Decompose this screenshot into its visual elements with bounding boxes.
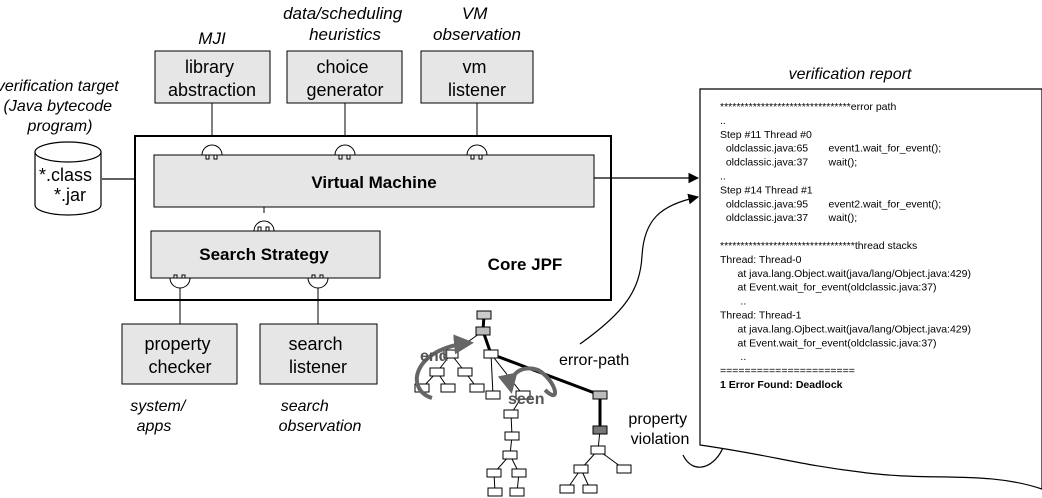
tree-state-node <box>515 390 531 400</box>
svg-text:vm listener: vm listener <box>448 57 506 100</box>
tree-state-node <box>486 468 502 478</box>
tree-state-node <box>559 484 575 494</box>
report-line: Step #14 Thread #1 <box>720 184 813 196</box>
end-label: end <box>420 348 448 365</box>
error-path-label: error-path <box>559 352 629 369</box>
search-strategy-box: Search Strategy <box>150 230 381 279</box>
property-violation-label: property violation <box>628 411 691 448</box>
report-title: verification report <box>789 66 912 83</box>
report-line: ********************************error pa… <box>720 101 896 113</box>
report-line: at Event.wait_for_event(oldclassic.java:… <box>720 282 937 294</box>
error-path-to-report-arrow <box>579 193 700 345</box>
choice-generator-box: choice generator <box>286 50 403 104</box>
bytecode-cylinder: *.class *.jar <box>34 141 102 216</box>
tree-state-node <box>509 487 525 497</box>
report-line: oldclassic.java:37 wait(); <box>720 212 857 224</box>
report-line: ====================== <box>720 365 855 377</box>
vm-listener-box: vm listener <box>420 50 534 104</box>
tree-state-node <box>457 367 473 377</box>
report-body: ********************************error pa… <box>720 101 971 391</box>
state-space-tree <box>414 310 632 497</box>
library-abstraction-box: library abstraction <box>154 50 271 104</box>
tree-state-node <box>483 349 499 359</box>
seen-loop-arrow <box>497 366 557 398</box>
report-line: .. <box>720 115 726 127</box>
search-category-label: search observation <box>279 398 362 435</box>
tree-state-node <box>590 445 606 455</box>
svg-text:library abstraction: library abstraction <box>168 57 256 100</box>
search-listener-box: search listener <box>259 323 378 385</box>
svg-text:search listener: search listener <box>288 334 347 377</box>
tree-state-node <box>511 468 527 478</box>
report-line: *********************************thread … <box>720 240 917 252</box>
end-loop-arrow <box>414 334 474 400</box>
report-line: oldclassic.java:65 event1.wait_for_event… <box>720 143 941 155</box>
property-checker-box: property checker <box>121 323 238 385</box>
tree-state-node <box>440 383 456 393</box>
tree-state-node <box>616 464 632 474</box>
report-line: oldclassic.java:37 wait(); <box>720 157 857 169</box>
svg-text:Search Strategy: Search Strategy <box>199 245 329 264</box>
tree-state-node <box>582 484 598 494</box>
report-line: at java.lang.Object.wait(java/lang/Objec… <box>720 268 971 280</box>
tree-state-node <box>485 390 501 400</box>
vm-sockets <box>201 144 488 232</box>
report-line: Thread: Thread-1 <box>720 310 802 322</box>
report-line: 1 Error Found: Deadlock <box>720 379 843 391</box>
vm-category-label: VM observation <box>433 4 521 44</box>
tree-state-node <box>475 326 491 336</box>
choice-category-label: data/scheduling heuristics <box>283 4 407 44</box>
report-line: .. <box>720 171 726 183</box>
report-line: .. <box>720 351 746 363</box>
search-sockets <box>169 274 329 324</box>
tree-state-node <box>503 409 519 419</box>
report-page <box>699 88 1042 490</box>
svg-text:choice generator: choice generator <box>306 57 383 100</box>
svg-text:*.class *.jar: *.class *.jar <box>39 165 97 205</box>
tree-state-node <box>476 310 492 320</box>
mji-category-label: MJI <box>198 29 226 48</box>
verification-target-caption: verification target (Java bytecode progr… <box>0 78 123 135</box>
property-category-label: system/ apps <box>130 398 190 435</box>
tree-state-node <box>469 383 485 393</box>
tree-state-node <box>592 425 608 435</box>
report-line: Step #11 Thread #0 <box>720 129 812 141</box>
core-jpf-title: Core JPF <box>488 255 563 274</box>
virtual-machine-box: Virtual Machine <box>153 154 595 208</box>
tree-state-node <box>429 367 445 377</box>
svg-text:Virtual Machine: Virtual Machine <box>311 173 436 192</box>
tree-state-node <box>592 390 608 400</box>
tree-state-node <box>504 431 520 441</box>
report-line: at java.lang.Ojbect.wait(java/lang/Objec… <box>720 323 971 335</box>
report-line: Thread: Thread-0 <box>720 254 802 266</box>
report-line: .. <box>720 296 746 308</box>
report-line: at Event.wait_for_event(oldclassic.java:… <box>720 337 937 349</box>
tree-edge <box>490 353 494 396</box>
tree-state-node <box>573 464 589 474</box>
svg-text:property checker: property checker <box>144 334 215 377</box>
report-line: oldclassic.java:95 event2.wait_for_event… <box>720 198 941 210</box>
tree-state-node <box>487 487 503 497</box>
seen-label: seen <box>508 391 544 408</box>
tree-state-node <box>502 450 518 460</box>
